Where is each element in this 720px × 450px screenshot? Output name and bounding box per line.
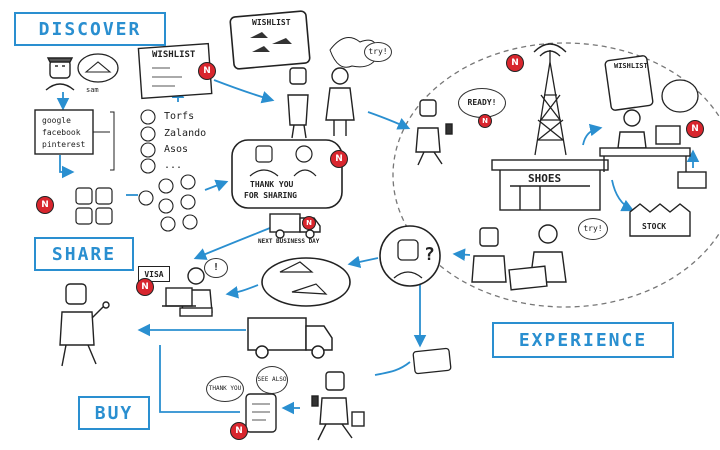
arrow-shop-to-counter (582, 123, 603, 146)
question-mark: ? (424, 244, 435, 265)
arrow-wishlist-to-couple (213, 79, 275, 104)
arrow-card-to-shopper (374, 361, 411, 376)
tryon-couple (471, 224, 567, 291)
discover-label: DISCOVER (14, 12, 166, 46)
experience-label: EXPERIENCE (492, 322, 674, 358)
n-badge: N (506, 54, 524, 72)
phone-icon (311, 395, 319, 407)
retailer-bracket (110, 111, 115, 171)
arrow-shoe-to-laptop (225, 284, 259, 299)
arrow-tryon-to-decision (452, 248, 471, 261)
buy-tablet (245, 393, 277, 433)
monitor-icon (655, 125, 681, 145)
boot-icon (291, 283, 328, 295)
shoe-icon (250, 32, 292, 52)
retailer-face-icon (140, 142, 156, 158)
payment-card (412, 347, 452, 375)
retailer-asos: Asos (164, 144, 189, 155)
retailer-faces (140, 109, 156, 174)
shoe-thought-bubble (77, 53, 119, 83)
walking-shopper (311, 371, 365, 441)
n-badge: N (686, 120, 704, 138)
laptop-buyer (162, 267, 213, 317)
facebook-icon (75, 187, 93, 205)
radio-tower (533, 43, 567, 156)
stock-warehouse (629, 171, 707, 237)
arrow-decision-to-shoe (347, 255, 379, 269)
n-badge: N (330, 150, 348, 168)
arrow-buy-loop (159, 345, 240, 413)
n-badge: N (230, 422, 248, 440)
wishlist-store-title: WISHLIST (614, 62, 648, 70)
n-badge: N (302, 216, 316, 230)
shopping-bag-icon (351, 411, 365, 427)
n-badge: N (198, 62, 216, 80)
thank-you-line2: FOR SHARING (244, 191, 297, 200)
twitter-icon (95, 187, 113, 205)
buy-label: BUY (78, 396, 150, 430)
store-counter (599, 109, 691, 172)
stock-sign: STOCK (642, 222, 667, 231)
try-bubble-discover: try! (364, 42, 392, 62)
arrow-shop-to-stock (611, 179, 635, 212)
couple-talking (287, 67, 355, 139)
wishlist-tablet (229, 10, 311, 70)
wishlist-card (137, 42, 213, 100)
foursquare-icon (75, 207, 93, 225)
phone-icon (445, 123, 453, 135)
social-icons (75, 187, 113, 225)
try-bubble-experience: try! (578, 218, 608, 240)
store-wishlist-phone (604, 55, 699, 113)
n-badge: N (136, 278, 154, 296)
arrow-search-to-social (59, 155, 75, 179)
n-badge: N (478, 114, 492, 128)
flow-arrows (56, 79, 700, 415)
shoe-shop (491, 159, 609, 211)
ready-man (415, 99, 453, 166)
n-badge: N (36, 196, 54, 214)
next-business-day: NEXT BUSINESS DAY (258, 238, 320, 245)
search-google: google (42, 116, 71, 125)
thank-you-bubble: THANK YOU (206, 376, 244, 402)
shoe-icon (84, 61, 112, 73)
wishlist-card-title: WISHLIST (152, 50, 196, 60)
pinterest-icon (95, 207, 113, 225)
share-man-waving (59, 283, 110, 367)
arrow-truck-to-visa (193, 227, 271, 260)
shared-friends-faces (138, 174, 198, 232)
share-label: SHARE (34, 237, 134, 271)
arrow-to-ready-man (367, 111, 411, 130)
sam-name: sam (86, 86, 99, 94)
wishlist-tablet-title: WISHLIST (252, 18, 291, 27)
shoe-icon (279, 261, 314, 273)
shoes-sign: SHOES (528, 172, 562, 185)
thank-you-line1: THANK YOU (250, 180, 294, 189)
arrow-social-to-thanks (204, 179, 229, 192)
retailer-face-icon (140, 158, 156, 174)
retailer-torfs: Torfs (164, 111, 195, 122)
retailer-face-icon (140, 109, 156, 125)
retailer-zalando: Zalando (164, 128, 207, 139)
search-pinterest: pinterest (42, 140, 86, 149)
experience-dashed-circle (392, 42, 720, 308)
delivery-truck-large (247, 317, 333, 359)
decision-bubble (379, 225, 441, 287)
retailer-face-icon (140, 126, 156, 142)
thank-you-card (231, 139, 343, 209)
stock-box (677, 171, 707, 189)
sam-person (45, 57, 75, 91)
exclaim-bubble: ! (204, 258, 228, 278)
retailer-more: ... (164, 160, 183, 171)
shoes-delivery-cloud (261, 257, 351, 307)
see-also-bubble: SEE ALSO (256, 366, 288, 394)
search-facebook: facebook (42, 128, 81, 137)
